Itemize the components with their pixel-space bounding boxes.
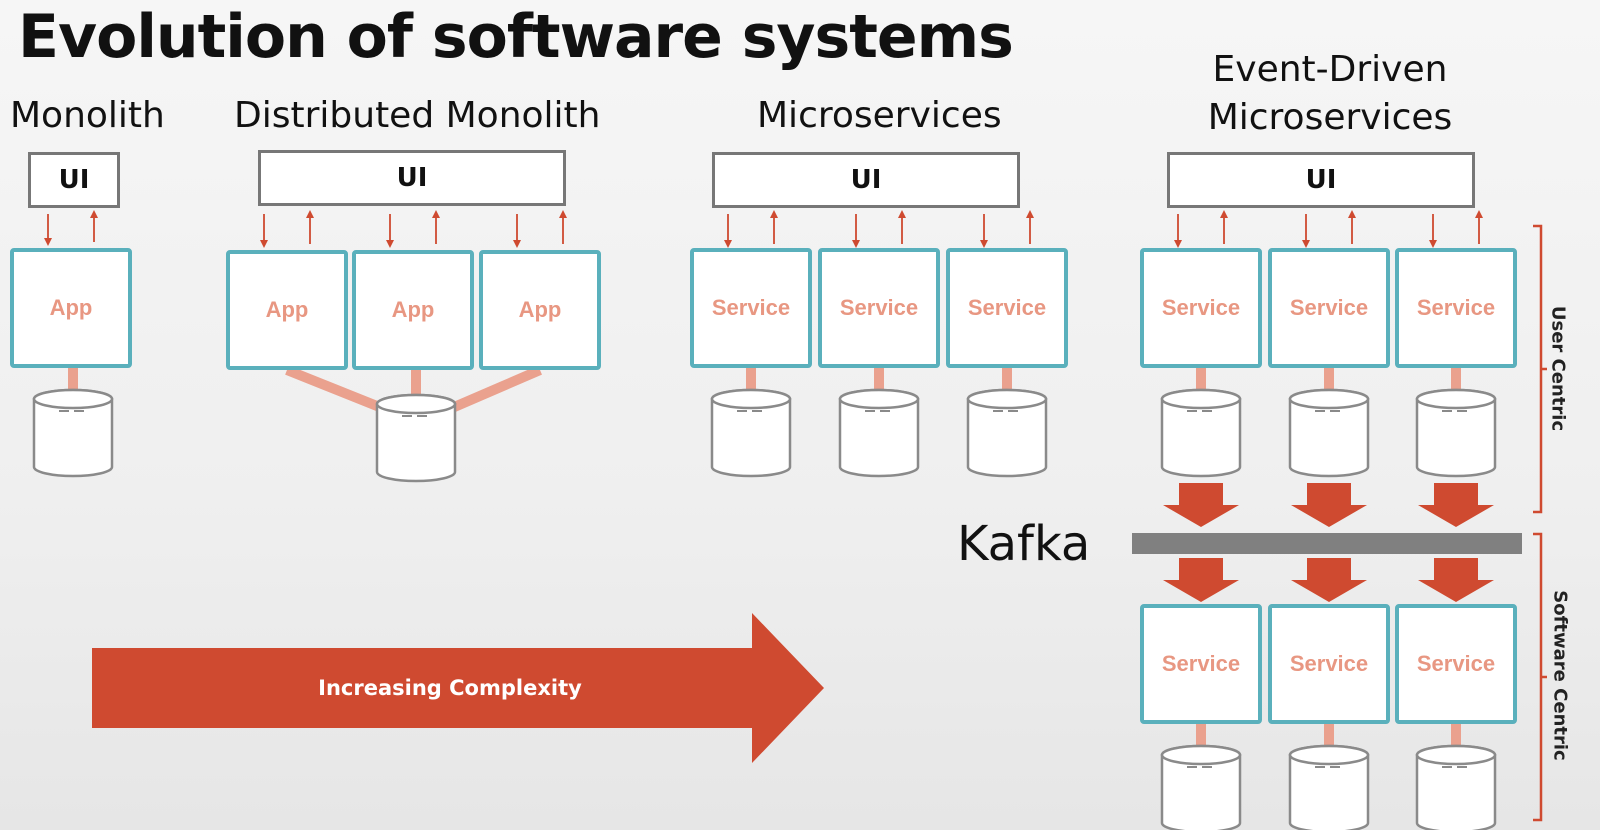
database-top (1415, 744, 1497, 766)
database-top (710, 388, 792, 410)
ui-arrow-pair (852, 210, 906, 248)
user-centric-bracket (1533, 224, 1547, 514)
app-box-distributed-2: App (352, 250, 474, 370)
ui-arrow-pair (980, 210, 1034, 248)
database-top (1160, 744, 1242, 766)
database-top (1288, 744, 1370, 766)
database-icon (710, 388, 792, 478)
service-box-event-bottom-2: Service (1268, 604, 1390, 724)
databases-layer (32, 388, 1497, 830)
service-box-event-bottom-1: Service (1140, 604, 1262, 724)
ui-box-event-driven: UI (1167, 152, 1475, 208)
app-box-distributed-1: App (226, 250, 348, 370)
database-icon (1288, 388, 1370, 478)
database-top (838, 388, 920, 410)
ui-arrow-pair (1174, 210, 1228, 248)
ui-arrow-pair (386, 210, 440, 248)
complexity-arrow (92, 613, 824, 763)
connectors-layer (68, 365, 1461, 752)
shared-db-connector (285, 365, 384, 413)
service-box-event-top-2: Service (1268, 248, 1390, 368)
ui-box-microservices: UI (712, 152, 1020, 208)
box-db-connector (746, 368, 756, 396)
column-label-event-driven-line2: Microservices (1207, 97, 1453, 138)
event-flow-arrow (1163, 558, 1239, 602)
column-label-event-driven-line1: Event-Driven (1212, 49, 1448, 90)
ui-arrow-pair (260, 210, 314, 248)
event-flow-arrow (1418, 483, 1494, 527)
ui-arrow-pair (513, 210, 567, 248)
box-db-connector (68, 368, 78, 396)
ui-arrow-pair (1429, 210, 1483, 248)
event-flow-arrow (1418, 558, 1494, 602)
database-icon (1288, 744, 1370, 830)
kafka-bar (1132, 533, 1522, 554)
box-db-connector (1324, 368, 1334, 396)
database-icon (1160, 744, 1242, 830)
database-icon (1160, 388, 1242, 478)
database-icon (838, 388, 920, 478)
box-db-connector (1324, 724, 1334, 752)
database-top (375, 393, 457, 415)
service-box-microservices-1: Service (690, 248, 812, 368)
database-top (1288, 388, 1370, 410)
box-db-connector (1002, 368, 1012, 396)
database-icon (375, 393, 457, 483)
database-icon (1415, 744, 1497, 830)
ui-box-distributed-monolith: UI (258, 150, 566, 206)
event-flow-arrow (1291, 558, 1367, 602)
database-top (966, 388, 1048, 410)
ui-arrow-pair (1302, 210, 1356, 248)
database-top (32, 388, 114, 410)
database-icon (966, 388, 1048, 478)
database-icon (1415, 388, 1497, 478)
ui-box-monolith: UI (28, 152, 120, 208)
software-centric-label: Software Centric (1549, 590, 1571, 761)
database-top (1160, 388, 1242, 410)
box-db-connector (1451, 724, 1461, 752)
ui-arrow-pair (724, 210, 778, 248)
column-label-microservices: Microservices (757, 95, 1002, 136)
column-label-monolith: Monolith (10, 95, 165, 136)
shared-db-connector (450, 365, 542, 413)
event-flow-arrow (1291, 483, 1367, 527)
event-flow-arrow (1163, 483, 1239, 527)
user-centric-label: User Centric (1547, 305, 1569, 432)
kafka-label: Kafka (957, 516, 1091, 572)
software-centric-bracket (1533, 532, 1547, 822)
box-db-connector (1196, 724, 1206, 752)
ui-arrows-layer (44, 210, 1483, 248)
page-title: Evolution of software systems (18, 2, 1014, 72)
service-box-event-bottom-3: Service (1395, 604, 1517, 724)
app-box-distributed-3: App (479, 250, 601, 370)
ui-arrow-pair (44, 210, 98, 246)
service-box-microservices-2: Service (818, 248, 940, 368)
service-box-event-top-3: Service (1395, 248, 1517, 368)
complexity-arrow-label: Increasing Complexity (318, 676, 582, 700)
box-db-connector (874, 368, 884, 396)
box-db-connector (1196, 368, 1206, 396)
database-top (1415, 388, 1497, 410)
column-label-distributed-monolith: Distributed Monolith (234, 95, 601, 136)
event-arrows-layer (1163, 483, 1494, 602)
database-icon (32, 388, 114, 478)
box-db-connector (1451, 368, 1461, 396)
box-db-connector (411, 370, 421, 400)
app-box-monolith: App (10, 248, 132, 368)
service-box-microservices-3: Service (946, 248, 1068, 368)
service-box-event-top-1: Service (1140, 248, 1262, 368)
